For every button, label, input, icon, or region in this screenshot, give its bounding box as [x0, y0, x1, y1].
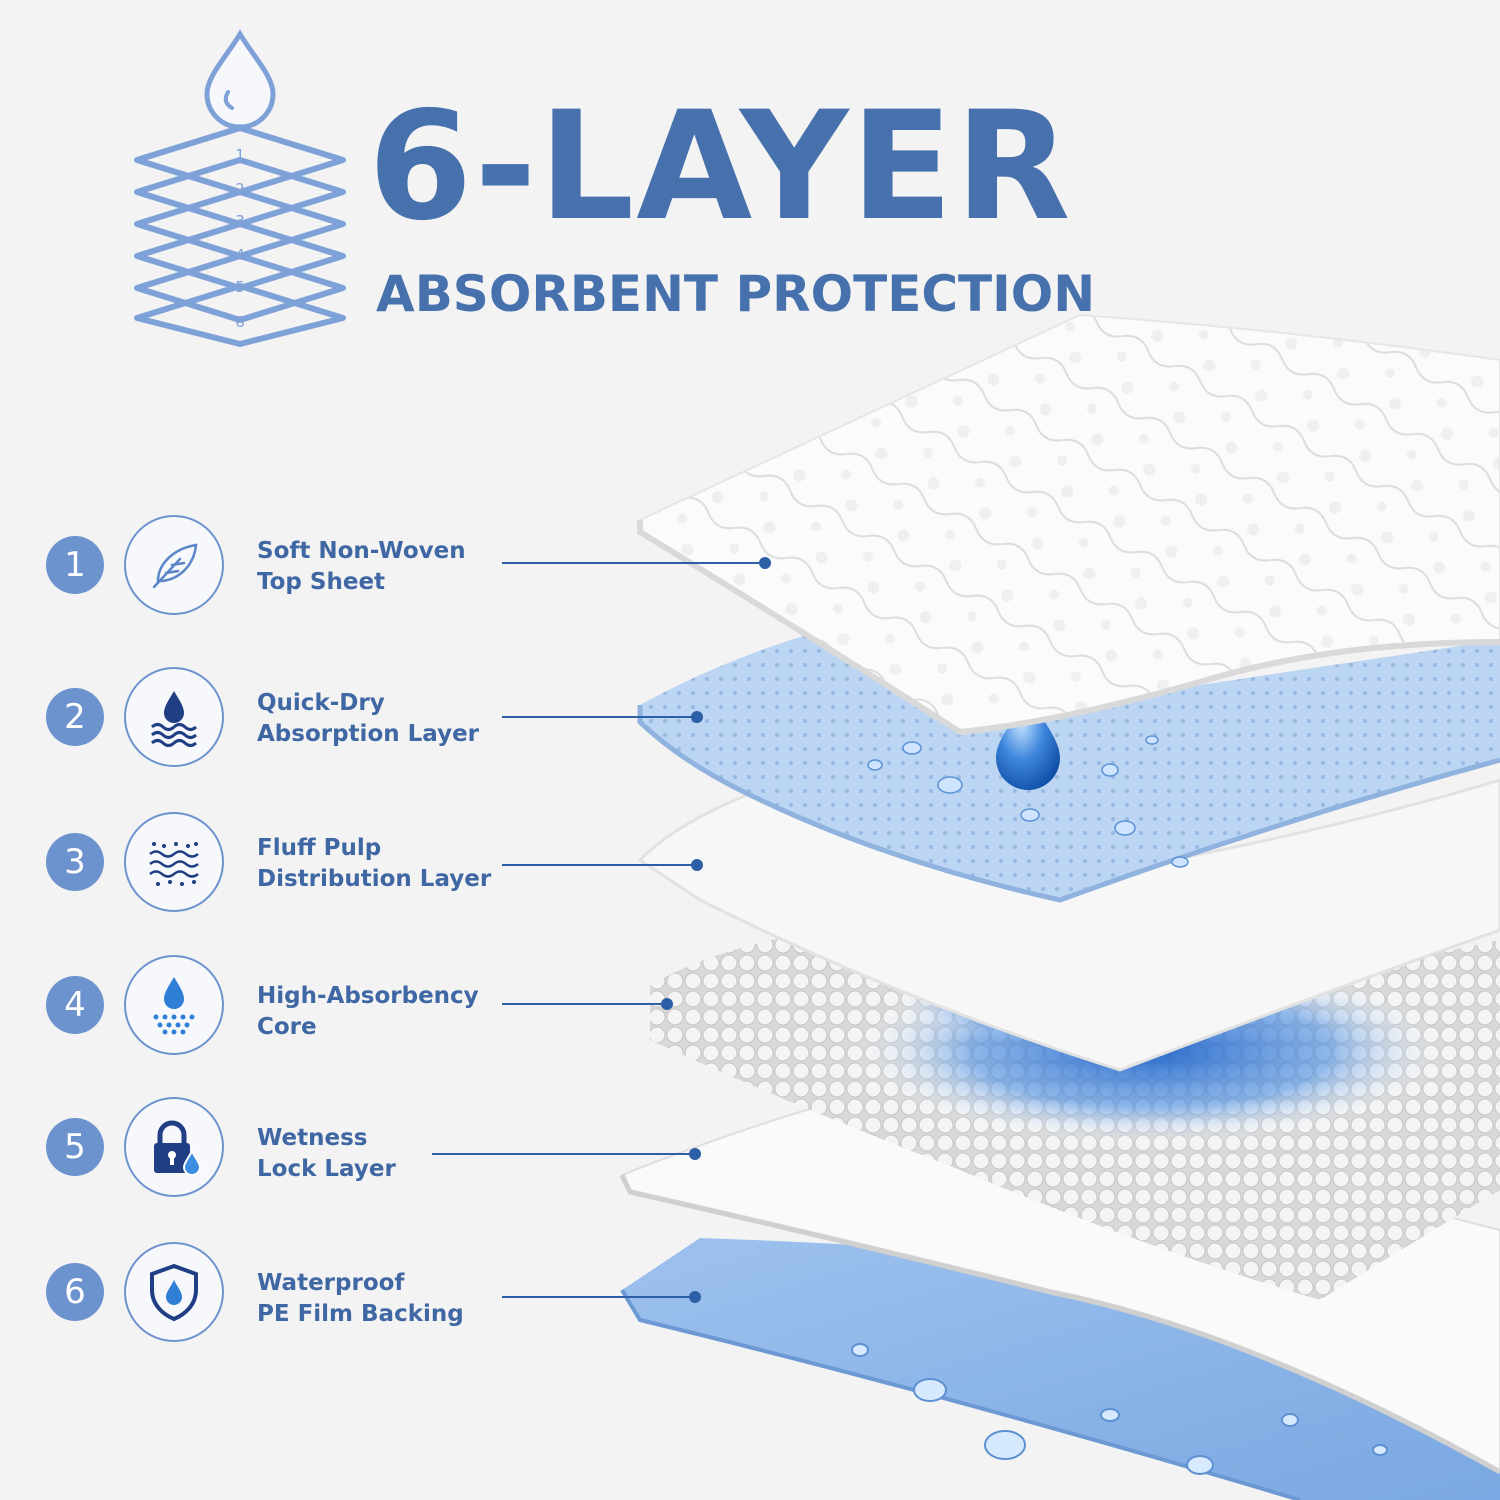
drop-dots-icon [124, 955, 224, 1055]
shield-drop-icon [124, 1242, 224, 1342]
icon-number-5: 5 [235, 278, 245, 296]
fibers-icon [124, 812, 224, 912]
layer-number-badge: 2 [46, 688, 104, 746]
icon-number-4: 4 [235, 246, 245, 264]
icon-number-2: 2 [235, 180, 245, 198]
layer-number-badge: 5 [46, 1118, 104, 1176]
water-drop-waves-icon [124, 667, 224, 767]
icon-number-1: 1 [235, 146, 245, 164]
layer-number-badge: 3 [46, 833, 104, 891]
layer-number-badge: 1 [46, 536, 104, 594]
layer-number-badge: 4 [46, 976, 104, 1034]
layer-2-quick-dry [640, 620, 1500, 900]
water-droplet [996, 690, 1060, 790]
page-title: 6-LAYER [368, 80, 1073, 254]
stacked-layers-drop-icon: 1 2 3 4 5 6 [134, 29, 346, 347]
layer-number-badge: 6 [46, 1263, 104, 1321]
icon-number-3: 3 [235, 212, 245, 230]
icon-number-6: 6 [235, 313, 245, 331]
feather-icon [124, 515, 224, 615]
page-subtitle: ABSORBENT PROTECTION [376, 265, 1096, 323]
padlock-drop-icon [124, 1097, 224, 1197]
